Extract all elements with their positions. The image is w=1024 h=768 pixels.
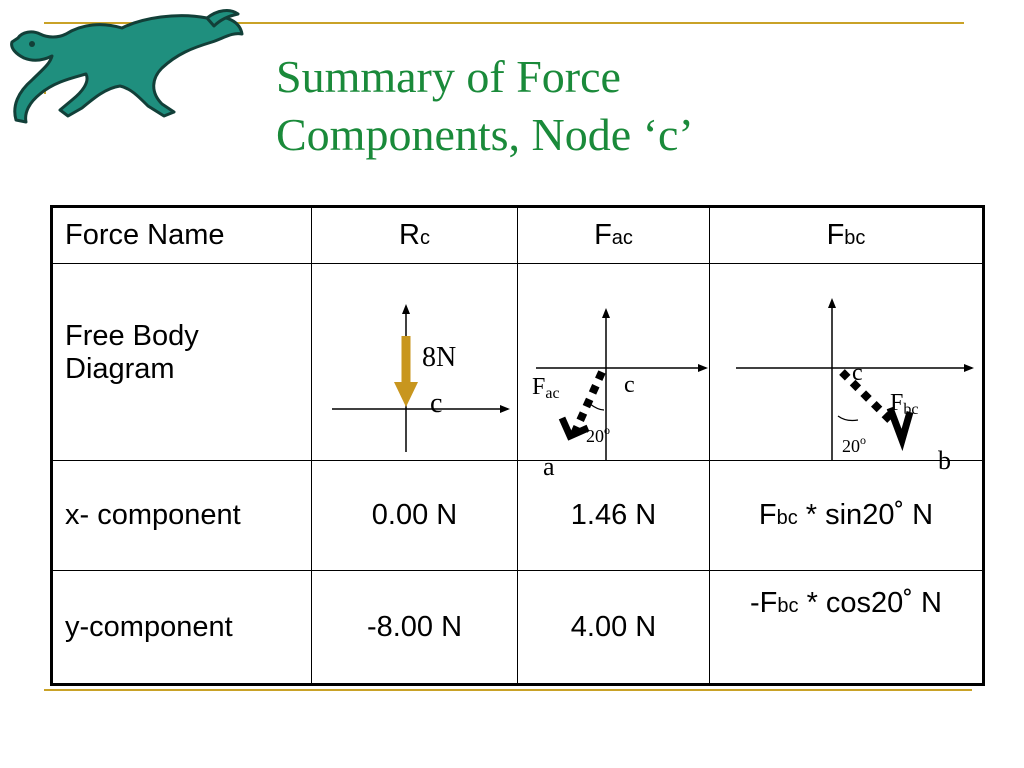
- free-body-diagram-row: Free Body Diagram 8N c: [51, 263, 984, 461]
- y-row-label: y-component: [51, 570, 312, 685]
- fbd-rc-cell: 8N c: [311, 263, 518, 461]
- force-summary-table: Force Name Rc Fac Fbc Free Body Diagram …: [50, 205, 985, 686]
- bottom-rule: [44, 689, 972, 691]
- fac-force-arrow: [570, 370, 606, 436]
- fbc-force-label: Fbc: [890, 390, 918, 418]
- fac-force-label: Fac: [532, 374, 560, 402]
- page-title: Summary of Force Components, Node ‘c’: [276, 48, 976, 164]
- fbc-force-arrow: [839, 369, 897, 427]
- top-rule: [44, 22, 964, 24]
- header-fac: Fac: [517, 206, 710, 264]
- header-rc: Rc: [311, 206, 518, 264]
- x-fbc-value: Fbc * sin20˚ N: [709, 460, 984, 571]
- x-component-row: x- component 0.00 N 1.46 N Fbc * sin20˚ …: [51, 460, 984, 571]
- y-rc-value: -8.00 N: [311, 570, 518, 685]
- y-component-row: y-component -8.00 N 4.00 N -Fbc * cos20˚…: [51, 570, 984, 685]
- header-fbc: Fbc: [709, 206, 984, 264]
- y-fbc-value: -Fbc * cos20˚ N: [709, 570, 984, 685]
- title-line-2: Components, Node ‘c’: [276, 109, 694, 160]
- x-rc-value: 0.00 N: [311, 460, 518, 571]
- fbd-label: Free Body Diagram: [51, 263, 312, 461]
- fbc-node-label: c: [852, 360, 863, 386]
- mustang-horse-icon: [10, 9, 244, 124]
- title-line-1: Summary of Force: [276, 51, 621, 102]
- rc-force-arrowhead: [394, 382, 418, 407]
- header-row: Force Name Rc Fac Fbc: [51, 206, 984, 264]
- fbc-force-arrowhead: [886, 406, 914, 452]
- rc-node-label: c: [430, 388, 442, 419]
- rc-magnitude-label: 8N: [422, 342, 456, 373]
- x-fac-value: 1.46 N: [517, 460, 710, 571]
- fac-node-label: c: [624, 372, 635, 398]
- fbd-fbc-diagram: c Fbc 20o: [736, 298, 974, 460]
- fbd-rc-diagram: 8N c: [332, 304, 510, 452]
- fac-angle-label: 20o: [586, 423, 610, 446]
- fbc-angle-label: 20o: [842, 433, 866, 456]
- fbd-fac-cell: Fac c 20o: [517, 263, 710, 461]
- fac-force-arrowhead: [558, 416, 590, 441]
- fbd-fac-diagram: Fac c 20o: [532, 308, 708, 460]
- header-force-name: Force Name: [51, 206, 312, 264]
- fbd-fbc-cell: c Fbc 20o: [709, 263, 984, 461]
- x-row-label: x- component: [51, 460, 312, 571]
- y-fac-value: 4.00 N: [517, 570, 710, 685]
